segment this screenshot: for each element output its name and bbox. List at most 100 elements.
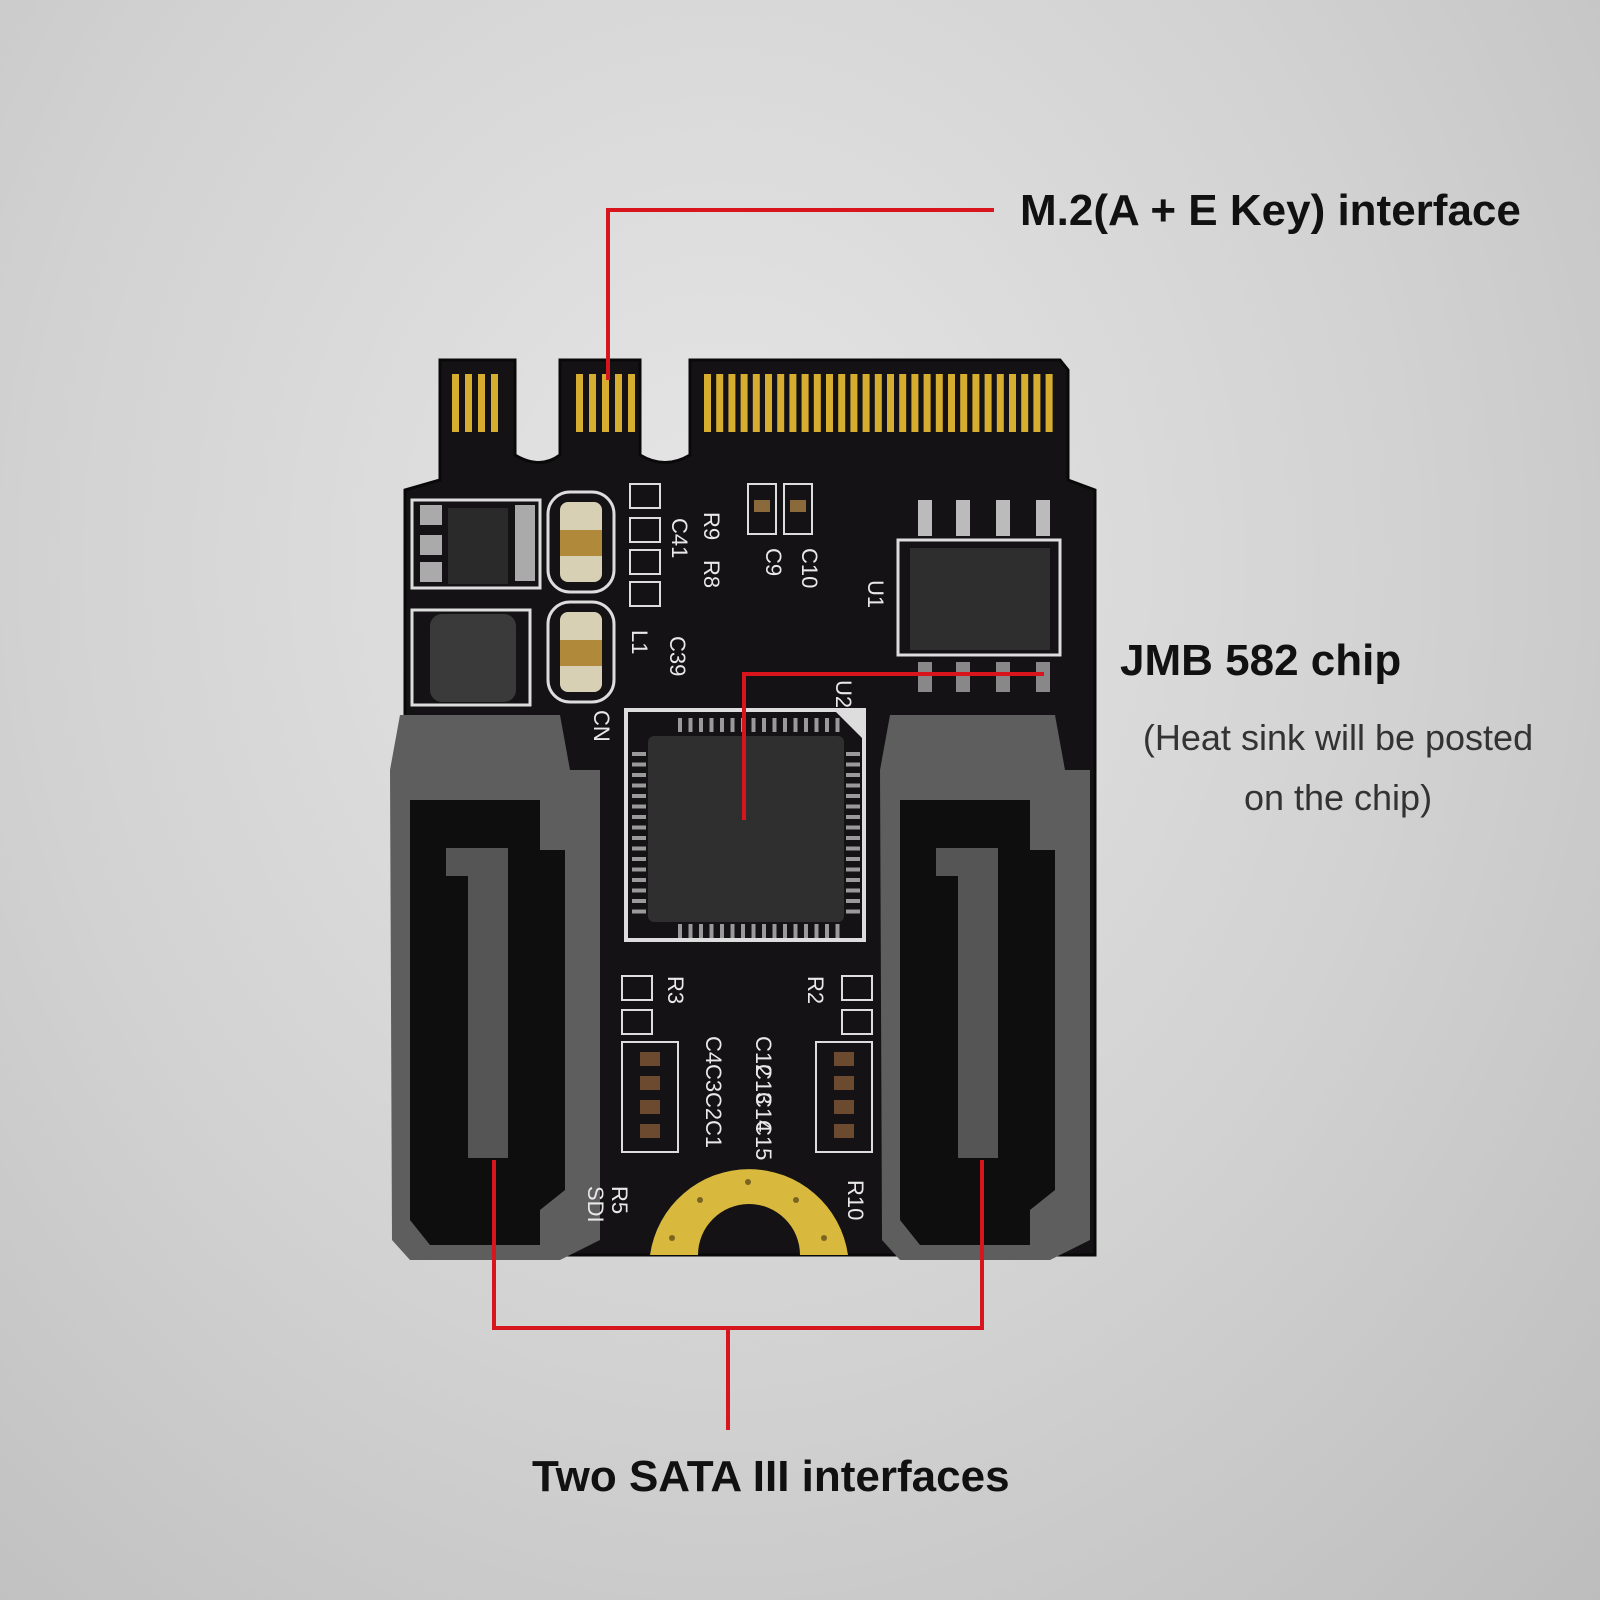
chip-pin — [804, 718, 808, 732]
gold-finger — [838, 374, 846, 432]
gold-finger — [801, 374, 809, 432]
gold-finger — [813, 374, 821, 432]
sata-interfaces-callout: Two SATA III interfaces — [532, 1452, 1010, 1501]
gold-finger — [576, 374, 583, 432]
gold-finger — [923, 374, 931, 432]
chip-pin — [772, 718, 777, 732]
sata-callout-line — [492, 1160, 984, 1330]
silk-c41: C41 — [667, 518, 692, 558]
chip-pin — [632, 836, 646, 840]
tantalum-capacitors — [546, 490, 616, 704]
chip-pin — [632, 794, 646, 798]
chip-pin — [846, 899, 860, 903]
chip-pin — [632, 909, 646, 914]
power-components — [410, 498, 542, 707]
chip-pin — [709, 924, 714, 938]
chip-pin — [793, 718, 798, 732]
smd-resistors-top — [629, 483, 813, 607]
chip-pin — [699, 924, 703, 938]
chip-pin — [632, 867, 646, 872]
gold-finger — [728, 374, 736, 432]
silk-u1: U1 — [863, 580, 888, 608]
chip-pin — [814, 718, 819, 732]
silk-c15: C15 — [751, 1120, 776, 1160]
silk-r9: R9 — [699, 512, 724, 540]
chip-pin — [835, 718, 840, 732]
gold-finger — [589, 374, 596, 432]
chip-pin — [751, 718, 756, 732]
chip-pin — [846, 825, 860, 830]
gold-finger — [1033, 374, 1041, 432]
chip-pin — [846, 836, 860, 840]
silk-c14: C14 — [751, 1092, 776, 1132]
chip-pin — [741, 924, 745, 938]
silk-r3: R3 — [663, 976, 688, 1004]
m2-interface-callout: M.2(A + E Key) interface — [1020, 186, 1521, 235]
silk-r8: R8 — [699, 560, 724, 588]
chip-pin — [632, 804, 646, 809]
gold-finger — [887, 374, 894, 432]
gold-finger — [972, 374, 980, 432]
gold-finger — [1021, 374, 1029, 432]
gold-finger — [491, 374, 498, 432]
chip-pin — [720, 718, 724, 732]
chip-pin — [835, 924, 840, 938]
silk-sdi: SDI — [583, 1186, 608, 1223]
gold-finger — [478, 374, 485, 432]
gold-finger — [740, 374, 748, 432]
silk-r2: R2 — [803, 976, 828, 1004]
chip-pin — [846, 815, 860, 819]
mounting-hole-pad — [650, 1169, 848, 1255]
gold-finger — [789, 374, 797, 432]
gold-finger — [826, 374, 833, 432]
silk-c13: C13 — [751, 1064, 776, 1104]
chip-pin — [762, 718, 766, 732]
chip-pin — [678, 924, 682, 938]
jmb582-chip-callout: JMB 582 chip — [1120, 636, 1402, 685]
chip-pin — [688, 924, 693, 938]
chip-pin — [632, 857, 646, 861]
silk-cn: CN — [589, 710, 614, 742]
gold-finger — [452, 374, 459, 432]
chip-pin — [825, 924, 829, 938]
sata-port-left — [390, 715, 600, 1260]
chip-pin — [846, 909, 860, 914]
sata-port-right — [880, 715, 1090, 1260]
gold-finger — [628, 374, 635, 432]
chip-pin — [678, 718, 682, 732]
silk-c39: C39 — [665, 636, 690, 676]
chip-pin — [632, 899, 646, 903]
callout-lines — [492, 208, 1044, 1430]
chip-pin — [846, 773, 860, 777]
silk-c10: C10 — [797, 548, 822, 588]
chip-pin — [846, 794, 860, 798]
gold-finger — [465, 374, 472, 432]
chip-pin — [632, 783, 646, 788]
chip-pin — [762, 924, 766, 938]
chip-pin — [846, 846, 860, 851]
chip-pin — [632, 815, 646, 819]
m2-callout-line — [606, 208, 994, 380]
chip-pin — [846, 857, 860, 861]
silk-c12: C12 — [751, 1036, 776, 1076]
chip-pin — [632, 752, 646, 756]
gold-finger — [615, 374, 622, 432]
chip-pin — [699, 718, 703, 732]
chip-pin — [632, 773, 646, 777]
gold-finger — [984, 374, 992, 432]
gold-finger — [602, 374, 609, 432]
gold-finger — [716, 374, 724, 432]
chip-pin — [783, 924, 787, 938]
silkscreen-labels: R9 R8 C41 C10 C9 U1 L1 C39 U2 CN R3 R2 C… — [583, 512, 888, 1223]
chip-pin — [814, 924, 819, 938]
silk-c9: C9 — [761, 548, 786, 576]
gold-finger — [752, 374, 760, 432]
chip-pin — [688, 718, 693, 732]
chip-pin — [793, 924, 798, 938]
chip-pin — [709, 718, 714, 732]
u1-eeprom-chip — [896, 500, 1062, 692]
chip-pin — [804, 924, 808, 938]
chip-pin — [720, 924, 724, 938]
chip-pin — [632, 888, 646, 893]
